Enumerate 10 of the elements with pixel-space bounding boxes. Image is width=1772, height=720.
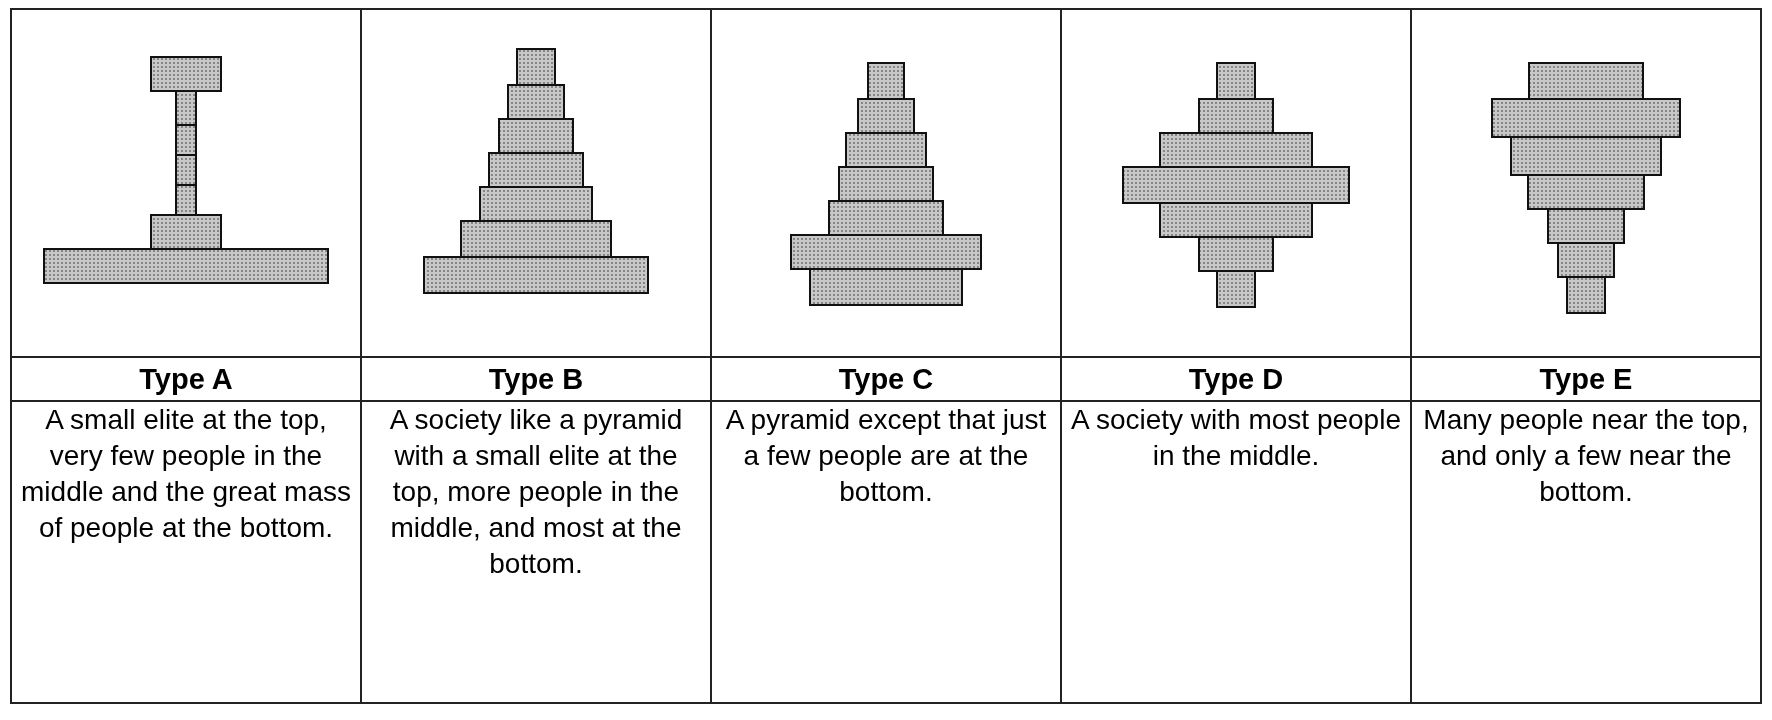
description-text: A society like a pyramid with a small elite at the top, more people in the middle, and most at the bottom. (361, 401, 711, 703)
description-text: A small elite at the top, very few people in the middle and the great mass of people at the bottom. (11, 401, 361, 703)
type-heading: Type C (711, 357, 1061, 401)
description-text: Many people near the top, and only a few near the bottom. (1411, 401, 1761, 703)
type-heading: Type B (361, 357, 711, 401)
type-heading: Type E (1411, 357, 1761, 401)
type-heading: Type A (11, 357, 361, 401)
description-text: A pyramid except that just a few people are at the bottom. (711, 401, 1061, 703)
type-heading: Type D (1061, 357, 1411, 401)
description-text: A society with most people in the middle. (1061, 401, 1411, 703)
